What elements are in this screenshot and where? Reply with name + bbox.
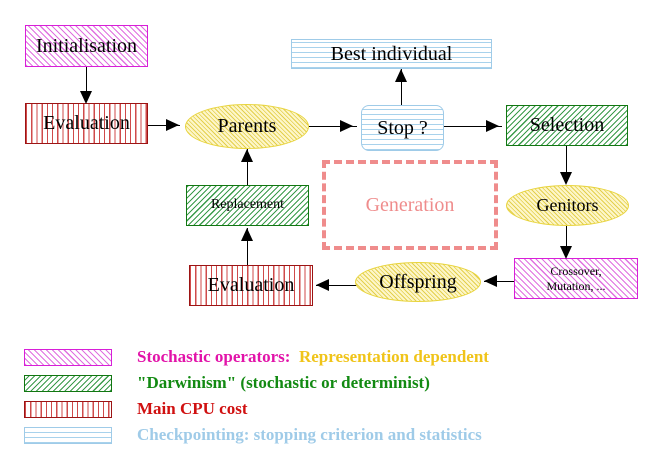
node-evaluation-bottom[interactable]: Evaluation <box>189 265 313 306</box>
node-parents[interactable]: Parents <box>185 104 309 149</box>
edge-selection-to-genitors <box>566 146 568 178</box>
arrowhead-evaluation-to-parents <box>166 119 179 131</box>
blue-hatch-swatch-icon <box>24 426 112 444</box>
arrowhead-parents-to-stop <box>340 120 353 132</box>
node-best-individual[interactable]: Best individual <box>291 39 492 69</box>
node-evaluation-top[interactable]: Evaluation <box>25 103 148 144</box>
legend-row-stochastic-operators: Stochastic operators: Representation dep… <box>24 344 644 370</box>
node-crossover-mutation[interactable]: Crossover, Mutation, ... <box>514 258 638 299</box>
legend-label-stochastic-operators: Stochastic operators: Representation dep… <box>137 347 489 367</box>
green-hatch-swatch-icon <box>24 374 112 392</box>
arrowhead-evaluation-to-replacement <box>241 228 253 241</box>
legend-label-checkpointing: Checkpointing: stopping criterion and st… <box>137 425 482 444</box>
arrowhead-stop-to-best-individual <box>395 69 407 82</box>
legend-text-secondary: Representation dependent <box>290 347 489 366</box>
legend-label-main-cpu-cost: Main CPU cost <box>137 399 248 418</box>
arrowhead-crossover-to-offspring <box>484 275 497 287</box>
edge-genitors-to-crossover <box>566 222 568 254</box>
edge-stop-to-selection <box>444 126 502 128</box>
edge-offspring-to-evaluation <box>316 285 358 287</box>
node-offspring[interactable]: Offspring <box>355 262 481 302</box>
edge-evaluation-to-replacement <box>247 228 249 266</box>
edge-replacement-to-parents <box>247 149 249 187</box>
magenta-hatch-swatch-icon <box>24 348 112 366</box>
legend: Stochastic operators: Representation dep… <box>24 344 644 448</box>
legend-label-darwinism: "Darwinism" (stochastic or determinist) <box>137 373 430 392</box>
legend-row-main-cpu-cost: Main CPU cost <box>24 396 644 422</box>
arrowhead-initialisation-to-evaluation <box>80 91 92 104</box>
edge-evaluation-to-parents <box>148 125 180 127</box>
node-generation-loop-label: Generation <box>322 160 498 250</box>
legend-row-checkpointing: Checkpointing: stopping criterion and st… <box>24 422 644 448</box>
red-hatch-swatch-icon <box>24 400 112 418</box>
node-initialisation[interactable]: Initialisation <box>25 25 148 67</box>
arrowhead-selection-to-genitors <box>560 172 572 185</box>
legend-row-darwinism: "Darwinism" (stochastic or determinist) <box>24 370 644 396</box>
edge-crossover-to-offspring <box>484 281 516 283</box>
edge-parents-to-stop <box>309 126 357 128</box>
arrowhead-replacement-to-parents <box>241 149 253 162</box>
edge-initialisation-to-evaluation <box>86 67 88 95</box>
node-replacement[interactable]: Replacement <box>186 185 309 226</box>
arrowhead-stop-to-selection <box>486 120 499 132</box>
node-stop-condition[interactable]: Stop ? <box>361 105 444 151</box>
edge-stop-to-best-individual <box>401 69 403 107</box>
arrowhead-offspring-to-evaluation <box>316 279 329 291</box>
arrowhead-genitors-to-crossover <box>560 246 572 259</box>
legend-text-primary: Stochastic operators: <box>137 347 291 366</box>
node-genitors[interactable]: Genitors <box>506 185 629 226</box>
node-selection[interactable]: Selection <box>506 105 628 146</box>
